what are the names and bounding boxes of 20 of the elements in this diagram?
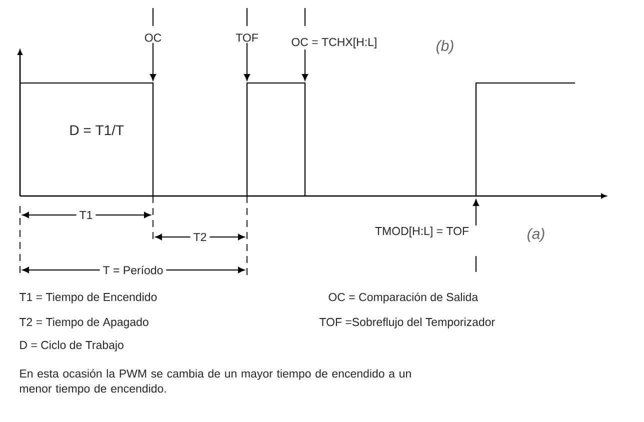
arrow (244, 42, 250, 81)
arrow (150, 42, 156, 81)
dimension-label: T2 (190, 232, 210, 242)
arrow (472, 199, 480, 226)
note-text: En esta ocasión la PWM se cambia de un mayor tiempo de encendido a un menor tiempo de encendido. (20, 369, 411, 395)
dimension-label: T = Período (100, 264, 166, 276)
dimension-label: T1 (76, 210, 96, 220)
event-label: OC (144, 34, 162, 42)
event-label: TOF (236, 34, 258, 42)
formula-label: D = T1/T (70, 124, 124, 136)
legend-text: OC = Comparación de Salida (328, 292, 478, 304)
legend-text: TOF =Sobreflujo del Temporizador (319, 318, 495, 328)
event-label: TMOD[H:L] = TOF (375, 226, 469, 238)
arrow (302, 49, 308, 81)
annotation-letter: (b) (436, 40, 454, 54)
legend-text: T2 = Tiempo de Apagado (19, 318, 148, 328)
legend-text: T1 = Tiempo de Encendido (19, 292, 157, 304)
annotation-letter: (a) (528, 228, 544, 242)
legend-text: D = Ciclo de Trabajo (20, 340, 124, 352)
event-label: OC = TCHX[H:L] (292, 38, 376, 48)
